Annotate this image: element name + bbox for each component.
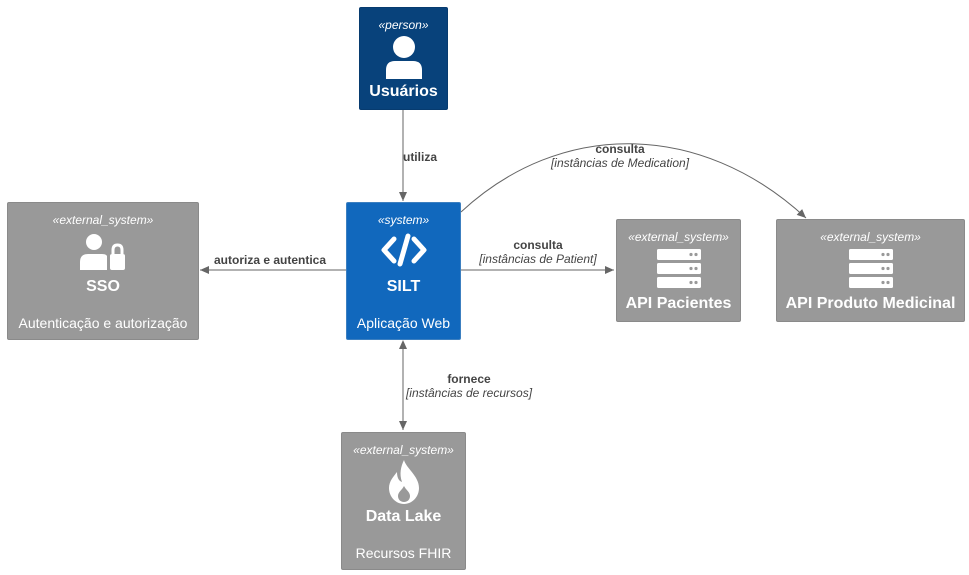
node-usuarios[interactable]: «person» Usuários — [359, 7, 448, 110]
edge-medication-line — [460, 143, 807, 219]
edge-fornece-text: fornece — [447, 372, 491, 386]
node-data-lake[interactable]: «external_system» Data Lake Recursos FHI… — [341, 432, 466, 570]
person-icon — [385, 36, 422, 79]
node-usuarios-stereotype: «person» — [378, 18, 429, 32]
edge-autoriza-label: autoriza e autentica — [205, 253, 335, 267]
edge-autoriza-text: autoriza e autentica — [213, 253, 327, 267]
edge-fornece-technology: [instâncias de recursos] — [405, 386, 533, 400]
node-api-produto-stereotype: «external_system» — [820, 230, 921, 244]
edge-pacientes-label: consulta [instâncias de Patient] — [468, 238, 608, 267]
node-api-pacientes[interactable]: «external_system» API Pacientes — [616, 219, 741, 322]
node-sso-stereotype: «external_system» — [52, 213, 154, 227]
node-api-pacientes-title: API Pacientes — [625, 295, 732, 312]
node-silt[interactable]: «system» SILT Aplicação Web — [346, 202, 461, 340]
server-icon — [656, 249, 701, 288]
node-silt-description: Aplicação Web — [356, 315, 451, 331]
edge-medication-technology: [instâncias de Medication] — [550, 156, 690, 170]
node-data-lake-stereotype: «external_system» — [353, 443, 454, 457]
node-sso-description: Autenticação e autorização — [18, 315, 188, 331]
node-api-produto-title: API Produto Medicinal — [785, 295, 956, 312]
edge-fornece-label: fornece [instâncias de recursos] — [396, 372, 542, 401]
fire-icon — [388, 460, 419, 504]
node-silt-stereotype: «system» — [377, 213, 430, 227]
node-data-lake-title: Data Lake — [365, 508, 442, 525]
node-api-produto-medicinal[interactable]: «external_system» API Produto Medicinal — [776, 219, 965, 322]
edge-medication-label: consulta [instâncias de Medication] — [540, 142, 700, 171]
edge-utiliza-text: utiliza — [402, 150, 437, 164]
node-silt-title: SILT — [386, 278, 421, 295]
edge-utiliza-label: utiliza — [390, 150, 450, 164]
server-icon — [848, 249, 893, 288]
user-lock-icon — [80, 234, 125, 270]
code-icon — [381, 233, 426, 267]
node-sso[interactable]: «external_system» SSO Autenticação e aut… — [7, 202, 199, 340]
node-usuarios-title: Usuários — [369, 83, 438, 100]
node-data-lake-description: Recursos FHIR — [355, 545, 452, 561]
edge-pacientes-technology: [instâncias de Patient] — [479, 252, 597, 266]
edge-medication-text: consulta — [595, 142, 645, 156]
edge-pacientes-text: consulta — [513, 238, 563, 252]
node-api-pacientes-stereotype: «external_system» — [628, 230, 729, 244]
node-sso-title: SSO — [86, 278, 120, 295]
